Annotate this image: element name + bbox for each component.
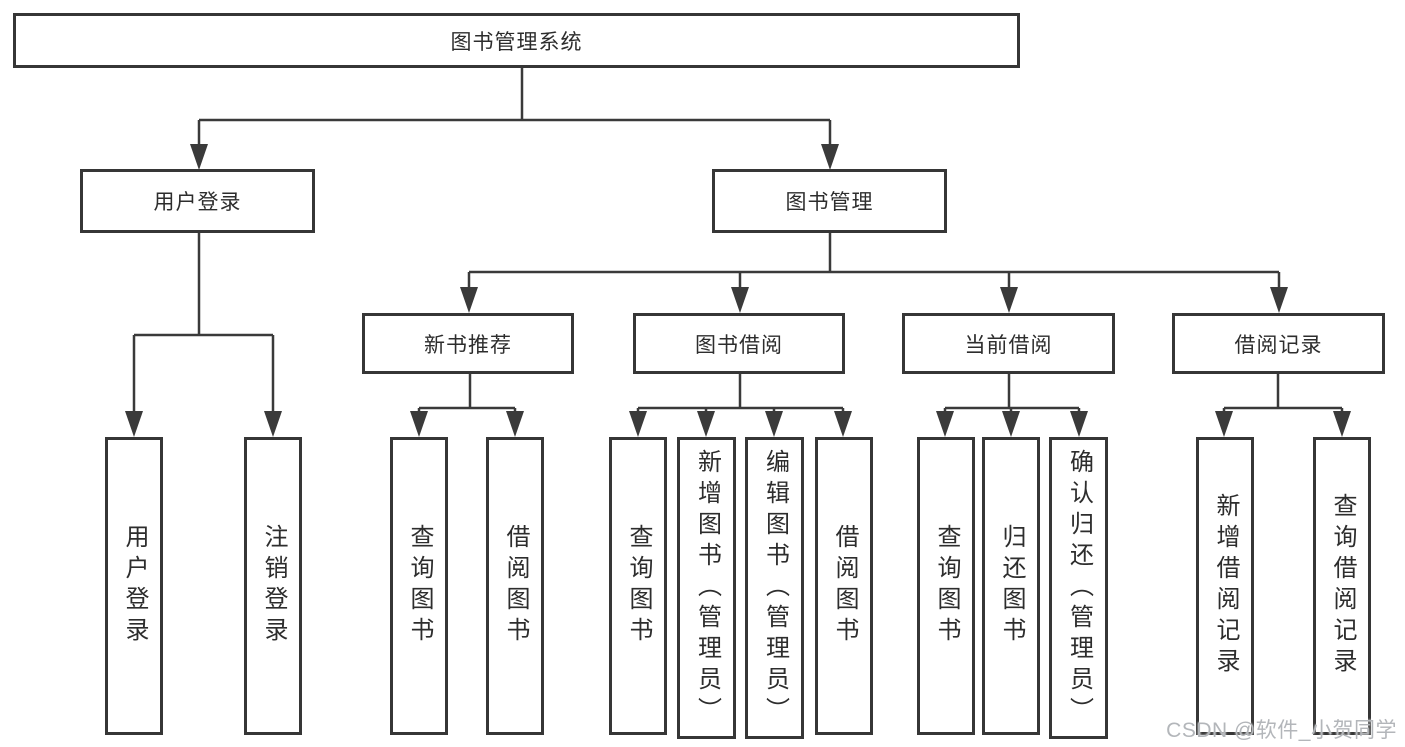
leaf-edit-book-admin: 编辑图书（管理员） <box>745 437 804 739</box>
arrowhead-icon <box>1000 287 1018 313</box>
arrowhead-icon <box>1270 287 1288 313</box>
leaf-user-login: 用户登录 <box>105 437 163 735</box>
leaf-return-book: 归还图书 <box>982 437 1040 735</box>
leaf-add-borrow-record: 新增借阅记录 <box>1196 437 1254 735</box>
leaf-label: 归还图书 <box>998 524 1025 648</box>
arrowhead-icon <box>629 411 647 437</box>
arrowhead-icon <box>190 144 208 170</box>
leaf-query-book-current: 查询图书 <box>917 437 975 735</box>
node-borrow-records: 借阅记录 <box>1172 313 1385 374</box>
leaf-label: 借阅图书 <box>502 524 529 648</box>
arrowhead-icon <box>731 287 749 313</box>
leaf-add-book-admin: 新增图书（管理员） <box>677 437 736 739</box>
arrowhead-icon <box>460 287 478 313</box>
arrowhead-icon <box>936 411 954 437</box>
arrowhead-icon <box>1070 411 1088 437</box>
connector-arrowheads <box>125 144 1351 437</box>
leaf-label: 查询借阅记录 <box>1329 493 1356 679</box>
leaf-logout: 注销登录 <box>244 437 302 735</box>
leaf-label: 用户登录 <box>121 524 148 648</box>
arrowhead-icon <box>821 144 839 170</box>
leaf-query-book-borrow: 查询图书 <box>609 437 667 735</box>
node-new-book-recommend: 新书推荐 <box>362 313 574 374</box>
arrowhead-icon <box>697 411 715 437</box>
arrowhead-icon <box>834 411 852 437</box>
leaf-label: 查询图书 <box>933 524 960 648</box>
arrowhead-icon <box>765 411 783 437</box>
arrowhead-icon <box>1215 411 1233 437</box>
node-current-borrow: 当前借阅 <box>902 313 1115 374</box>
arrowhead-icon <box>1002 411 1020 437</box>
arrowhead-icon <box>410 411 428 437</box>
arrowhead-icon <box>1333 411 1351 437</box>
leaf-borrow-book-recommend: 借阅图书 <box>486 437 544 735</box>
node-root-system: 图书管理系统 <box>13 13 1020 68</box>
leaf-label: 查询图书 <box>406 524 433 648</box>
node-book-management: 图书管理 <box>712 169 947 233</box>
leaf-query-book-recommend: 查询图书 <box>390 437 448 735</box>
arrowhead-icon <box>506 411 524 437</box>
arrowhead-icon <box>125 411 143 437</box>
leaf-label: 注销登录 <box>260 524 287 648</box>
node-book-borrow: 图书借阅 <box>633 313 845 374</box>
leaf-confirm-return-admin: 确认归还（管理员） <box>1049 437 1108 739</box>
leaf-label: 新增借阅记录 <box>1212 493 1239 679</box>
leaf-borrow-book: 借阅图书 <box>815 437 873 735</box>
arrowhead-icon <box>264 411 282 437</box>
csdn-watermark: CSDN @软件_小贺同学 <box>1166 719 1397 742</box>
leaf-label: 新增图书（管理员） <box>693 448 721 728</box>
leaf-label: 确认归还（管理员） <box>1065 448 1093 728</box>
leaf-label: 借阅图书 <box>831 524 858 648</box>
leaf-query-borrow-record: 查询借阅记录 <box>1313 437 1371 735</box>
leaf-label: 查询图书 <box>625 524 652 648</box>
leaf-label: 编辑图书（管理员） <box>761 448 789 728</box>
node-user-login: 用户登录 <box>80 169 315 233</box>
